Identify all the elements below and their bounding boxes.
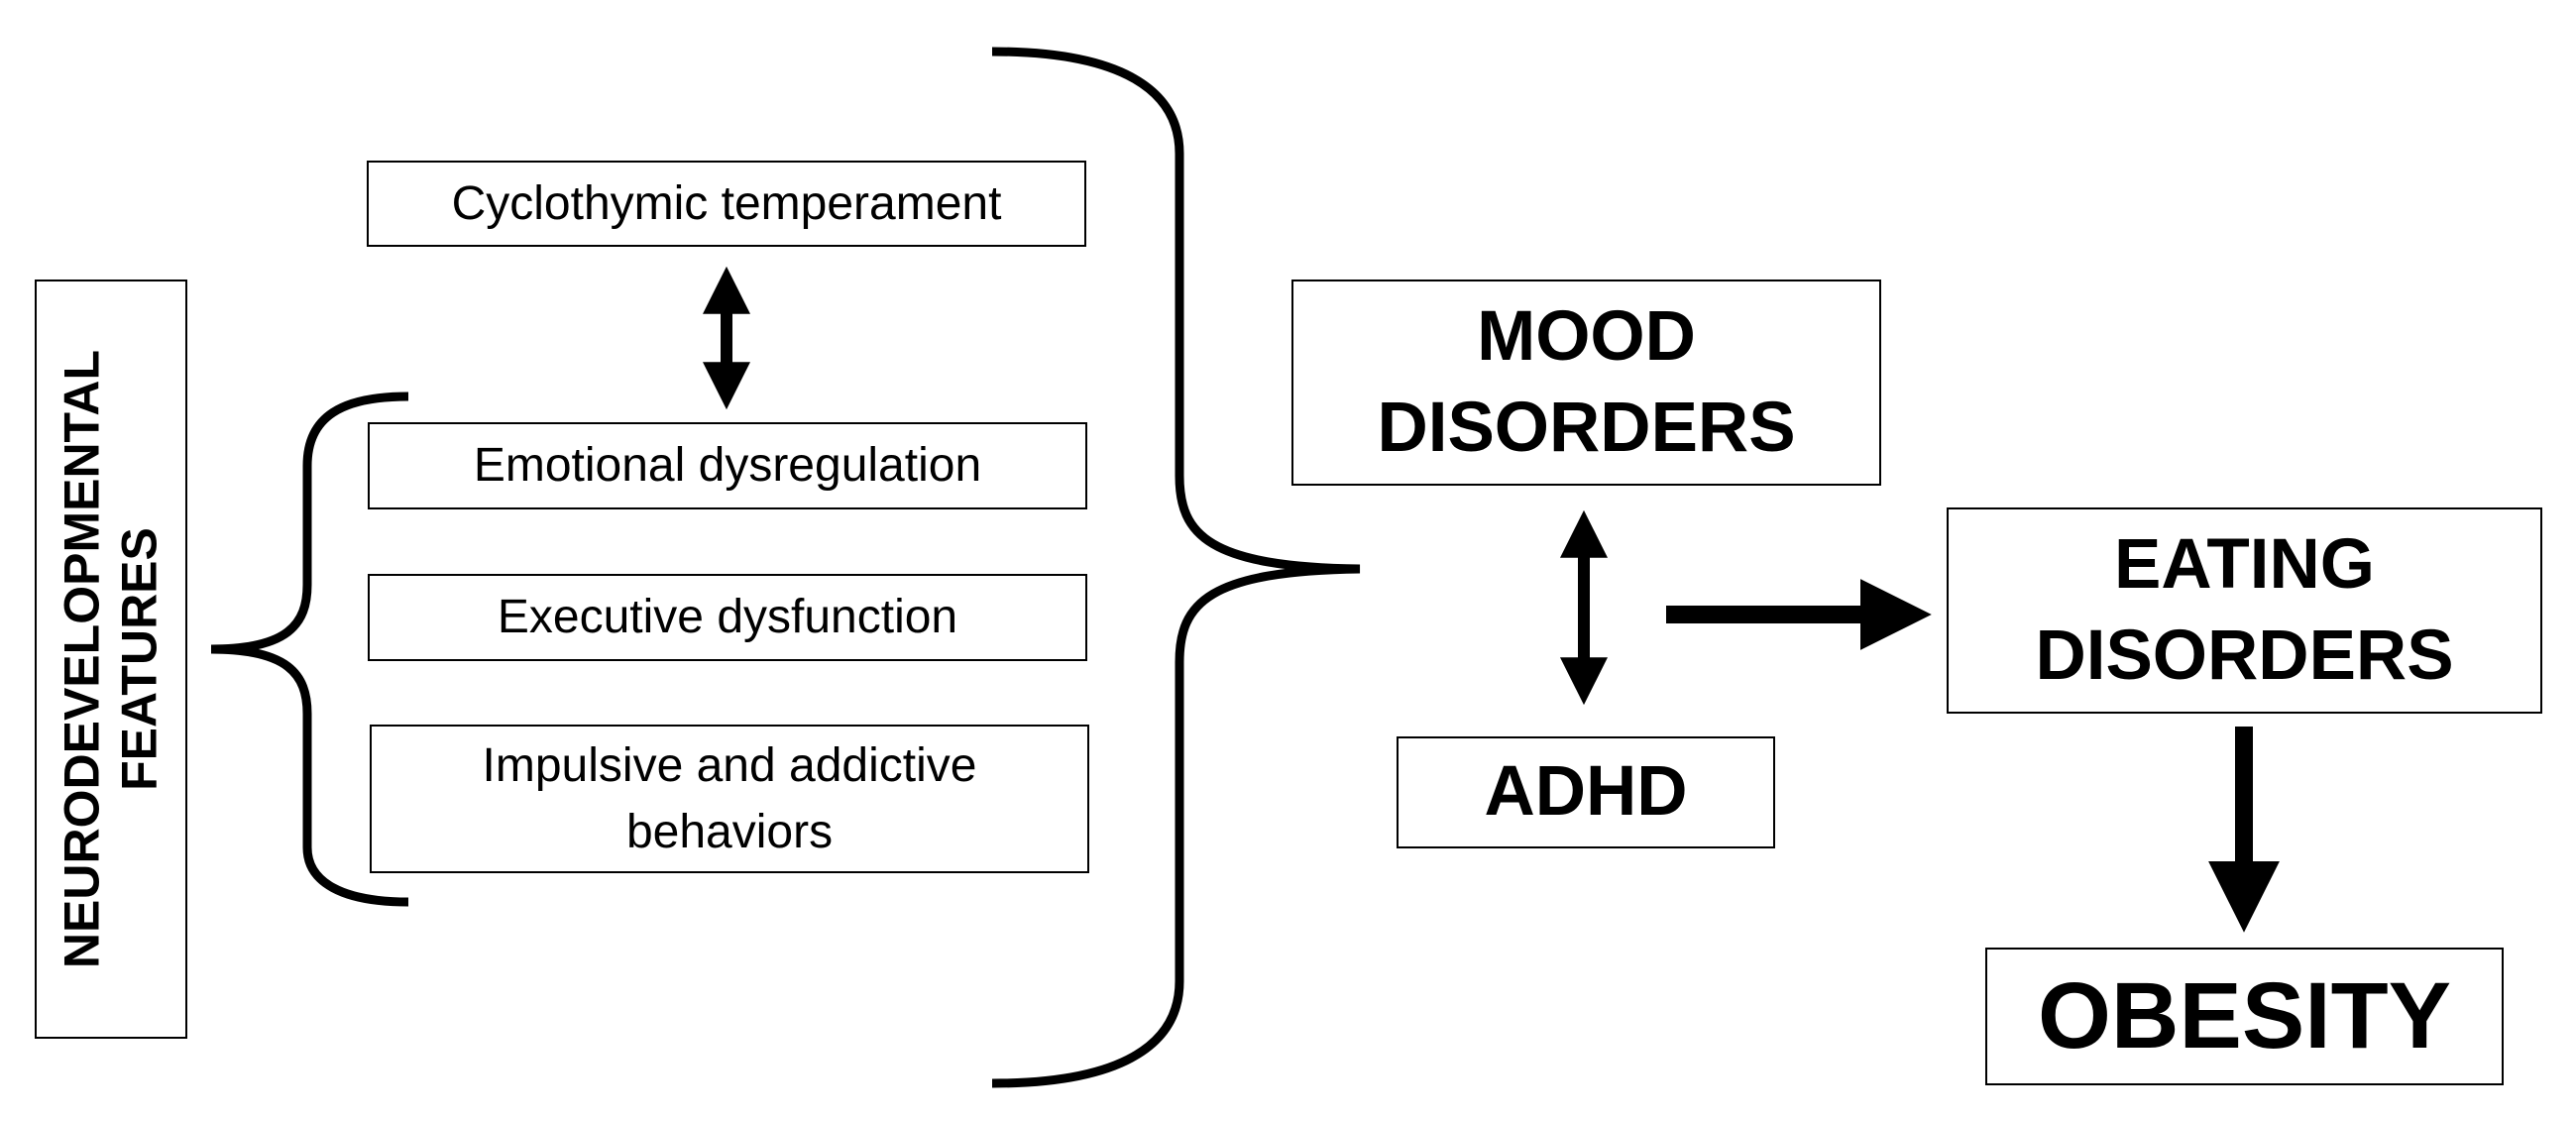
emotional-dysregulation-label: Emotional dysregulation (473, 439, 982, 493)
obesity-box: OBESITY (1985, 948, 2504, 1085)
small-left-brace (210, 392, 409, 907)
neurodevelopmental-features-box: NEURODEVELOPMENTAL FEATURES (35, 280, 187, 1039)
mood-disorders-box: MOOD DISORDERS (1291, 280, 1881, 486)
cyclothymic-temperament-box: Cyclothymic temperament (367, 161, 1086, 247)
emotional-dysregulation-box: Emotional dysregulation (368, 422, 1087, 509)
cyclothymic-temperament-label: Cyclothymic temperament (451, 176, 1002, 230)
executive-dysfunction-label: Executive dysfunction (497, 591, 958, 644)
obesity-label: OBESITY (2037, 963, 2452, 1069)
adhd-box: ADHD (1397, 736, 1775, 848)
adhd-label: ADHD (1484, 752, 1688, 832)
eating-disorders-label: EATING DISORDERS (2035, 524, 2454, 695)
executive-dysfunction-box: Executive dysfunction (368, 574, 1087, 661)
eating-disorders-box: EATING DISORDERS (1947, 507, 2542, 714)
impulsive-addictive-behaviors-box: Impulsive and addictive behaviors (370, 725, 1089, 873)
large-right-brace (991, 47, 1361, 1088)
mood-disorders-label: MOOD DISORDERS (1377, 296, 1796, 467)
impulsive-addictive-behaviors-label: Impulsive and addictive behaviors (482, 738, 977, 858)
